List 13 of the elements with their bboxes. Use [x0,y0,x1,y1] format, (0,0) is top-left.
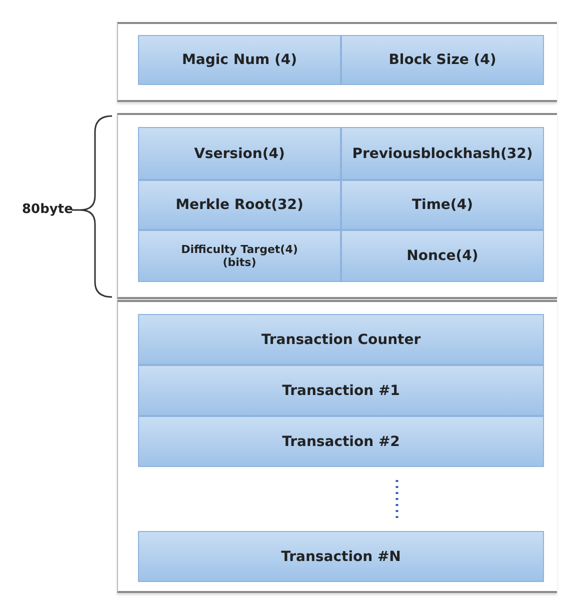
field-cell: Transaction #N [138,531,544,582]
field-cell: Transaction #1 [138,365,544,416]
field-cell: Time(4) [341,180,544,230]
field-cell: Transaction #2 [138,416,544,467]
field-cell: Nonce(4) [341,230,544,282]
field-cell: Merkle Root(32) [138,180,341,230]
field-cell: Magic Num (4) [138,35,341,85]
field-cell: Vsersion(4) [138,127,341,180]
field-cell: Previousblockhash(32) [341,127,544,180]
size-label: 80byte [22,202,73,217]
field-cell: Transaction Counter [138,314,544,365]
field-cell: Block Size (4) [341,35,544,85]
field-cell: Difficulty Target(4) (bits) [138,230,341,282]
